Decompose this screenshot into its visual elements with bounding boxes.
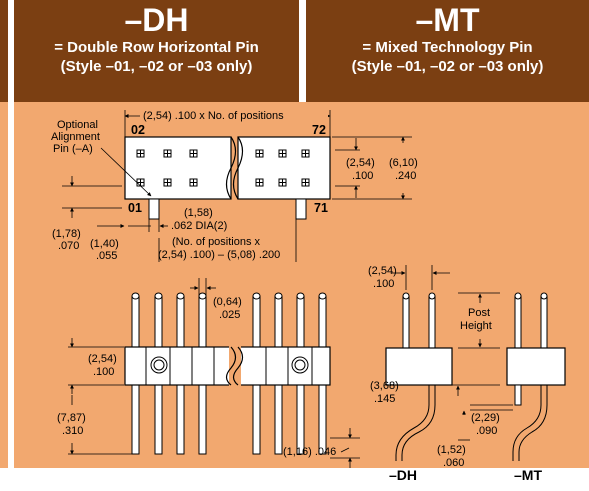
top-body-left <box>124 136 232 200</box>
pos-02-label: 02 <box>131 123 145 137</box>
end-body-dh <box>385 347 453 386</box>
optional-line3: Pin (–A) <box>53 143 93 155</box>
pin-edge-in: .055 <box>96 250 117 262</box>
pin-offset-in: .070 <box>58 240 79 252</box>
side-mount-hole-left <box>150 356 168 374</box>
header-mt: –MT = Mixed Technology Pin (Style –01, –… <box>306 0 589 102</box>
height-mm: (6,10) <box>389 157 418 169</box>
mt1-in: .090 <box>476 425 497 437</box>
top-holes <box>136 149 310 187</box>
optional-line1: Optional <box>57 119 98 131</box>
left-panel-strip <box>0 102 8 468</box>
height-in: .240 <box>395 170 416 182</box>
side-body-left <box>124 346 233 386</box>
body-height-in: .100 <box>93 366 114 378</box>
post-label-1: Post <box>468 307 490 319</box>
mt2-mm: (1,52) <box>437 444 466 456</box>
header-dh: –DH = Double Row Horizontal Pin (Style –… <box>14 0 299 102</box>
top-break-line-1 <box>225 136 237 200</box>
top-pitch-dim: (2,54) .100 x No. of positions <box>143 110 284 122</box>
row-pitch-in: .100 <box>352 170 373 182</box>
pin-pos-line1: (No. of positions x <box>172 236 261 248</box>
end-h1-in: .145 <box>374 393 395 405</box>
header-dh-code: –DH <box>124 2 189 38</box>
end-h1-mm: (3,68) <box>370 380 399 392</box>
side-view: (0,64) .025 (2,54) .100 (7,87) .310 (1,1… <box>57 278 360 468</box>
pos-01-label: 01 <box>128 201 142 215</box>
post-label-2: Height <box>460 320 492 332</box>
tail-length-in: .310 <box>62 425 83 437</box>
pin-dia-mm: (1,58) <box>184 207 213 219</box>
pin-offset-mm: (1,78) <box>52 228 81 240</box>
header-mt-line2: (Style –01, –02 or –03 only) <box>351 58 544 75</box>
top-view: (2,54) .100 x No. of positions 02 72 01 … <box>51 109 418 262</box>
side-body-right <box>237 346 331 386</box>
body-height-mm: (2,54) <box>88 353 117 365</box>
alignment-pin-right <box>295 198 307 220</box>
end-view: –DH –MT (2,54) .100 Post Height <box>368 265 566 483</box>
header-mt-line1: = Mixed Technology Pin <box>362 39 533 56</box>
gap-dim: (1,16) .046 <box>283 446 336 458</box>
gap-in: .046 <box>315 446 336 458</box>
pin-width-in: .025 <box>219 309 240 321</box>
pin-width-mm: (0,64) <box>213 296 242 308</box>
top-body-right <box>237 136 331 200</box>
row-pitch-mm: (2,54) <box>346 157 375 169</box>
end-label-dh: –DH <box>389 467 417 483</box>
pin-edge-mm: (1,40) <box>90 238 119 250</box>
header-mt-code: –MT <box>415 2 480 38</box>
end-pitch-mm: (2,54) <box>368 265 397 277</box>
gap-mm: (1,16) <box>283 446 312 458</box>
end-pitch-in: .100 <box>373 278 394 290</box>
side-mount-hole-right <box>291 356 309 374</box>
pos-71-label: 71 <box>314 201 328 215</box>
pin-dia-in: .062 DIA(2) <box>171 220 227 232</box>
tail-length-mm: (7,87) <box>57 412 86 424</box>
mt2-in: .060 <box>443 457 464 469</box>
pin-pos-line2: (2,54) .100) – (5,08) .200 <box>158 249 280 261</box>
mt1-mm: (2,29) <box>471 412 500 424</box>
header-dh-line2: (Style –01, –02 or –03 only) <box>60 58 253 75</box>
header-dh-line1: = Double Row Horizontal Pin <box>54 39 259 56</box>
end-body-mt <box>506 347 566 386</box>
left-header-strip <box>0 0 8 102</box>
alignment-pin-left <box>148 198 160 220</box>
optional-line2: Alignment <box>51 131 100 143</box>
end-label-mt: –MT <box>514 467 542 483</box>
top-break-line-2 <box>232 136 244 200</box>
pos-72-label: 72 <box>312 123 326 137</box>
